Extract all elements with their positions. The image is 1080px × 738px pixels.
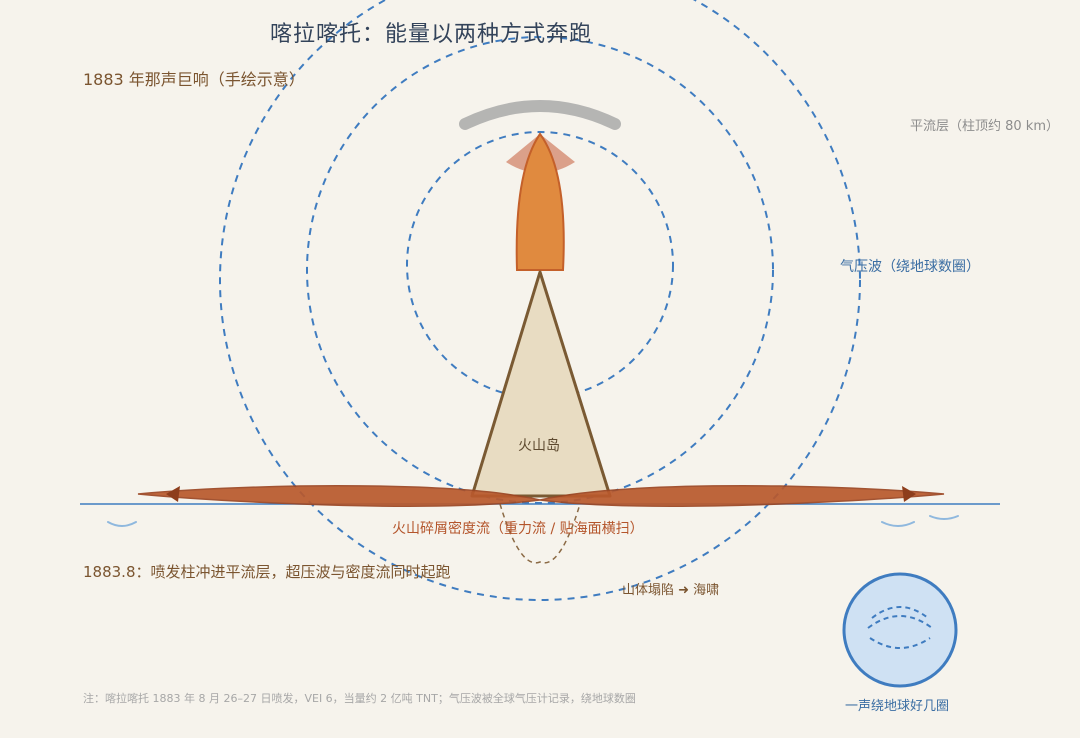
pressure-ring-middle (306, 36, 774, 504)
tsunami-label: 山体塌陷 ➜ 海啸 (622, 583, 720, 598)
page-title: 喀拉喀托：能量以两种方式奔跑 (270, 22, 593, 47)
flow-arrow-right-icon (902, 486, 916, 502)
flow-arrow-left-icon (166, 486, 180, 502)
globe-icon (842, 572, 958, 688)
stratosphere-label: 平流层（柱顶约 80 km） (910, 119, 1059, 134)
pressure-ring-outer (219, 0, 861, 601)
volcano-island-label: 火山岛 (518, 438, 560, 454)
pressure-wave-label: 气压波（绕地球数圈） (840, 259, 980, 275)
stratosphere-cloud-icon (459, 100, 621, 130)
volcano-island-icon (470, 270, 612, 498)
collapse-dashed-bowl (499, 503, 581, 564)
sea-ripples (107, 515, 959, 527)
footnote: 注：喀拉喀托 1883 年 8 月 26–27 日喷发，VEI 6，当量约 2 … (83, 692, 636, 705)
density-flow (137, 485, 945, 507)
eruption-plume (515, 132, 565, 271)
date-caption: 1883.8：喷发柱冲进平流层，超压波与密度流同时起跑 (83, 563, 451, 581)
density-flow-right (539, 485, 945, 507)
density-flow-left (137, 485, 541, 507)
globe-label: 一声绕地球好几圈 (845, 699, 950, 714)
subtitle: 1883 年那声巨响（手绘示意） (83, 70, 305, 89)
density-flow-label: 火山碎屑密度流（重力流 / 贴海面横扫） (392, 521, 644, 537)
